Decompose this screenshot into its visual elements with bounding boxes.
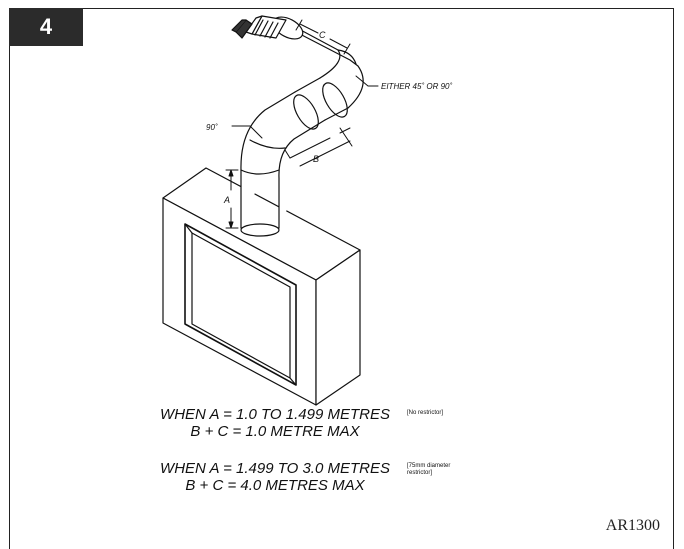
flue-run-c: [272, 16, 364, 109]
label-a: A: [223, 195, 230, 205]
condition-2-line2: B + C = 4.0 METRES MAX: [185, 477, 365, 494]
condition-2-note: [75mm diameter restrictor]: [407, 463, 450, 477]
label-b: B: [313, 154, 319, 164]
vertical-flue-pipe: [240, 91, 326, 237]
figure-number-badge: 4: [9, 8, 83, 46]
dimension-a: [225, 169, 239, 229]
condition-2-note-line1: [75mm diameter: [407, 463, 451, 469]
condition-2-line1: WHEN A = 1.499 TO 3.0 METRES: [160, 460, 390, 477]
condition-1-line2: B + C = 1.0 METRE MAX: [190, 423, 360, 440]
leader-elbow-bottom: [231, 125, 263, 139]
label-elbow-bottom: 90˚: [206, 123, 218, 132]
drawing-code: AR1300: [605, 517, 660, 534]
dimension-c: [295, 19, 351, 55]
condition-2-note-line2: restrictor]: [407, 470, 433, 476]
dimension-b: [284, 127, 353, 167]
figure-frame: [9, 8, 674, 549]
fire-box: [162, 167, 361, 406]
flue-terminal: [231, 15, 287, 39]
condition-1: WHEN A = 1.0 TO 1.499 METRES B + C = 1.0…: [150, 406, 400, 440]
label-elbow-top: EITHER 45˚ OR 90˚: [381, 82, 452, 91]
flue-run-b: [293, 77, 349, 130]
condition-1-line1: WHEN A = 1.0 TO 1.499 METRES: [160, 406, 390, 423]
condition-1-note: [No restrictor]: [407, 410, 444, 416]
condition-2: WHEN A = 1.499 TO 3.0 METRES B + C = 4.0…: [150, 460, 400, 494]
leader-elbow-top: [355, 75, 379, 87]
label-c: C: [319, 30, 326, 40]
